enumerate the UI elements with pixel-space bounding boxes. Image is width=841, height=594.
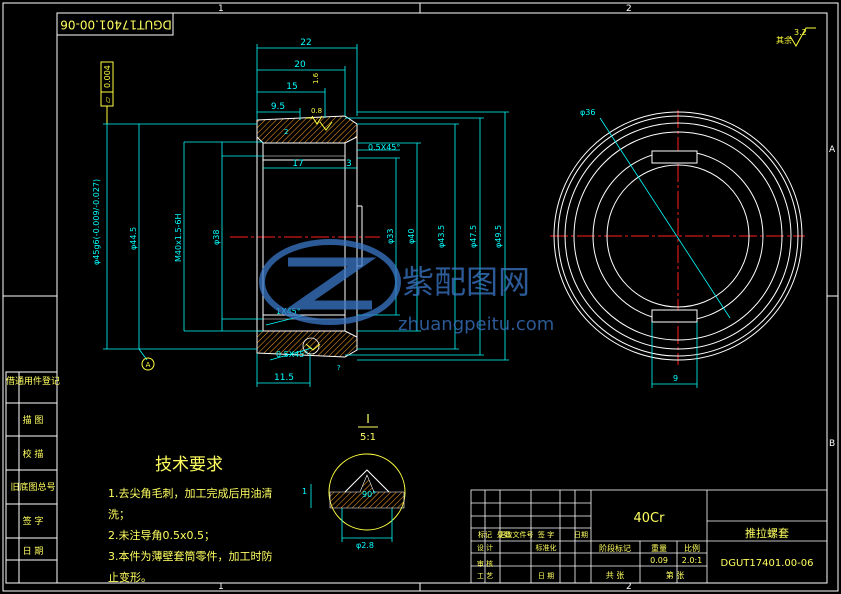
tb-r3-c2: 日 期 (538, 572, 554, 580)
detail-i-marker (302, 337, 320, 355)
left-cell-6: 日 期 (23, 546, 44, 557)
tb-stage-label: 阶段标记 (599, 543, 631, 553)
dim-phi47-5: φ47.5 (469, 225, 478, 248)
roughness-label: 其余 (776, 35, 792, 45)
dim-11-5: 11.5 (274, 373, 294, 383)
tech-line-1: 1.去尖角毛刺，加工完成后用油清 (108, 486, 273, 500)
detail-scale: 5:1 (360, 432, 376, 443)
datum-a-label: A (146, 361, 151, 369)
section-hatch-top (256, 115, 358, 144)
detail-angle: 90° (362, 490, 376, 499)
dim-phi43-5: φ43.5 (437, 225, 446, 248)
title-block: 标记 处数 更改文件号 签 字 日期 设 计 标准化 审 核 工 艺 日 期 4… (470, 489, 828, 584)
dim-20: 20 (294, 60, 306, 70)
tb-r0-c0: 标记 (478, 530, 492, 539)
dim-17: 17 (292, 159, 303, 169)
end-view: 9 φ36 (550, 108, 805, 388)
zone-number-bottom-2: 2 (626, 582, 632, 592)
inner-frame (56, 12, 828, 584)
detail-label: I (366, 412, 370, 426)
dim-2: 2 (284, 128, 288, 136)
tolerance-frame: 0.004 ▱ (100, 61, 114, 124)
dim-phi44-5: φ44.5 (129, 227, 138, 250)
left-cell-5: 签 字 (23, 515, 44, 527)
tech-title: 技术要求 (155, 455, 223, 475)
tb-sheet-total: 共 张 (606, 571, 625, 580)
watermark: 紫配图网 zhuangpeitu.com (259, 239, 554, 335)
dim-phi45: φ45g6(-0.009/-0.027) (92, 179, 101, 265)
tb-material: 40Cr (634, 511, 666, 526)
tb-sheet-no: 第 张 (666, 570, 685, 580)
tb-r0-c3: 签 字 (538, 530, 554, 539)
tech-requirements: 技术要求 1.去尖角毛刺，加工完成后用油清 洗； 2.未注导角0.5x0.5； … (108, 455, 273, 584)
tb-r3-c0: 工 艺 (477, 572, 493, 580)
dim-15: 15 (286, 82, 297, 92)
left-cell-3: 校 描 (23, 448, 44, 460)
tb-r0-c4: 日期 (574, 531, 588, 539)
tb-scale-label: 比例 (684, 543, 700, 553)
dim-phi33: φ33 (386, 229, 395, 244)
tb-drawing-no: DGUT17401.00-06 (721, 558, 814, 569)
detail-mark: 1 (302, 487, 307, 496)
left-cell-2: 描 图 (23, 414, 44, 426)
zone-letter-a: A (829, 145, 836, 155)
zone-ticks (3, 3, 838, 591)
left-cell-4: 旧底图总号 (10, 481, 55, 493)
tb-r1-c0: 设 计 (477, 543, 493, 552)
left-stamp-column: 借通用件登记 描 图 校 描 旧底图总号 签 字 日 期 (5, 371, 60, 584)
dim-phi36: φ36 (580, 108, 595, 117)
dim-9-5: 9.5 (271, 102, 285, 112)
dim-3: 3 (346, 159, 352, 169)
tb-r1-c2: 标准化 (536, 543, 557, 552)
dim-0-5x45-top: 0.5X45° (368, 143, 400, 152)
zone-number-top-2: 2 (626, 4, 632, 14)
tech-line-5: 止变形。 (108, 570, 152, 584)
zone-number-bottom-1: 1 (218, 582, 224, 592)
watermark-cn: 紫配图网 (402, 263, 530, 301)
zone-letter-b: B (829, 439, 835, 449)
tb-weight: 0.09 (650, 556, 668, 565)
dim-phi40: φ40 (407, 229, 416, 244)
dim-phi38: φ38 (212, 230, 221, 245)
roughness-0-8: 0.8 (311, 107, 322, 115)
tolerance-symbol: ▱ (103, 96, 112, 103)
tb-r0-c1: 处数 (497, 530, 511, 539)
roughness-value: 3.2 (794, 28, 807, 37)
tech-line-4: 3.本件为薄壁套筒零件，加工时防 (108, 549, 273, 563)
roughness-symbol: 其余 3.2 (776, 27, 816, 47)
roughness-1-6: 1.6 (312, 72, 320, 84)
tb-part-name: 推拉螺套 (745, 526, 789, 540)
watermark-url: zhuangpeitu.com (398, 314, 554, 335)
qmark: ? (337, 364, 341, 372)
watermark-logo-icon (259, 239, 401, 325)
dim-slot-9: 9 (673, 374, 678, 383)
tb-scale: 2.0:1 (682, 556, 703, 565)
rotated-id-box: DGUT17401.00-06 (56, 12, 174, 36)
dim-0-5x45-bot: 0.5X45° (276, 350, 308, 359)
dim-phi49-5: φ49.5 (494, 225, 503, 248)
zone-number-top-1: 1 (218, 4, 224, 14)
dim-thread: M40x1.5-6H (174, 213, 183, 262)
datum-a-circle (141, 357, 155, 371)
tb-r2-c0: 审 核 (477, 559, 493, 568)
rotated-drawing-id: DGUT17401.00-06 (60, 18, 172, 32)
dim-22: 22 (300, 38, 311, 48)
detail-dia: φ2.8 (356, 541, 374, 550)
tb-r0-c2: 更改文件号 (499, 530, 534, 539)
detail-i: I 5:1 90° φ2.8 1 (302, 412, 406, 550)
left-cell-1: 借通用件登记 (6, 375, 60, 387)
tolerance-value: 0.004 (103, 65, 112, 88)
tb-weight-label: 重量 (651, 543, 667, 553)
tech-line-3: 2.未注导角0.5x0.5； (108, 528, 215, 542)
tech-line-2: 洗； (108, 508, 130, 521)
section-hatch-bottom (256, 330, 358, 358)
